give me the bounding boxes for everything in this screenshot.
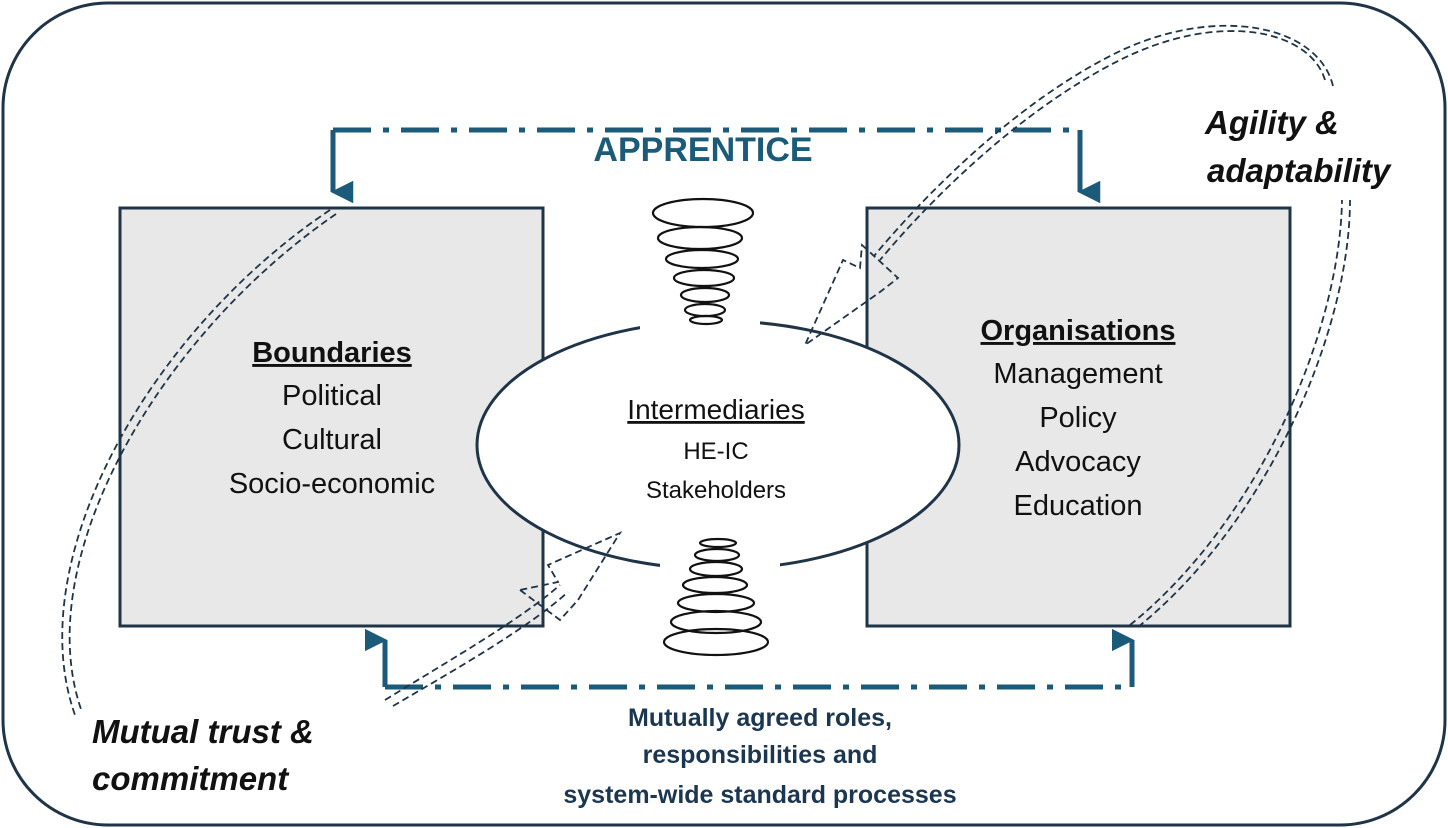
- organisations-item: Policy: [1039, 402, 1117, 434]
- apprentice-flow-arrows: [330, 127, 1101, 204]
- agility-loop: [802, 24, 1351, 628]
- intermediaries-title: Intermediaries: [627, 394, 804, 425]
- bottom-spiral-icon: [662, 537, 770, 657]
- boundaries-item: Cultural: [282, 424, 382, 456]
- roles-label: Mutually agreed roles,: [628, 704, 892, 732]
- roles-label: responsibilities and: [643, 741, 878, 769]
- roles-flow-arrows: [364, 628, 1135, 690]
- boundaries-item: Political: [282, 380, 382, 412]
- boundaries-box: [118, 206, 545, 628]
- mutual-trust-loop: [61, 209, 623, 716]
- mutual-trust-label: commitment: [92, 760, 290, 797]
- agility-label: adaptability: [1207, 152, 1392, 189]
- intermediaries-item: HE-IC: [683, 438, 748, 465]
- boundaries-title: Boundaries: [252, 337, 412, 369]
- boundaries-item: Socio-economic: [229, 468, 435, 500]
- intermediaries-item: Stakeholders: [646, 477, 786, 504]
- mutual-trust-label: Mutual trust &: [92, 713, 314, 750]
- roles-label: system-wide standard processes: [563, 781, 956, 809]
- organisations-item: Management: [993, 358, 1162, 390]
- agility-label: Agility &: [1204, 104, 1339, 141]
- organisations-title: Organisations: [981, 315, 1176, 347]
- top-spiral-icon: [651, 197, 755, 326]
- apprentice-label: APPRENTICE: [593, 131, 812, 169]
- organisations-item: Education: [1014, 490, 1143, 522]
- organisations-item: Advocacy: [1015, 446, 1141, 478]
